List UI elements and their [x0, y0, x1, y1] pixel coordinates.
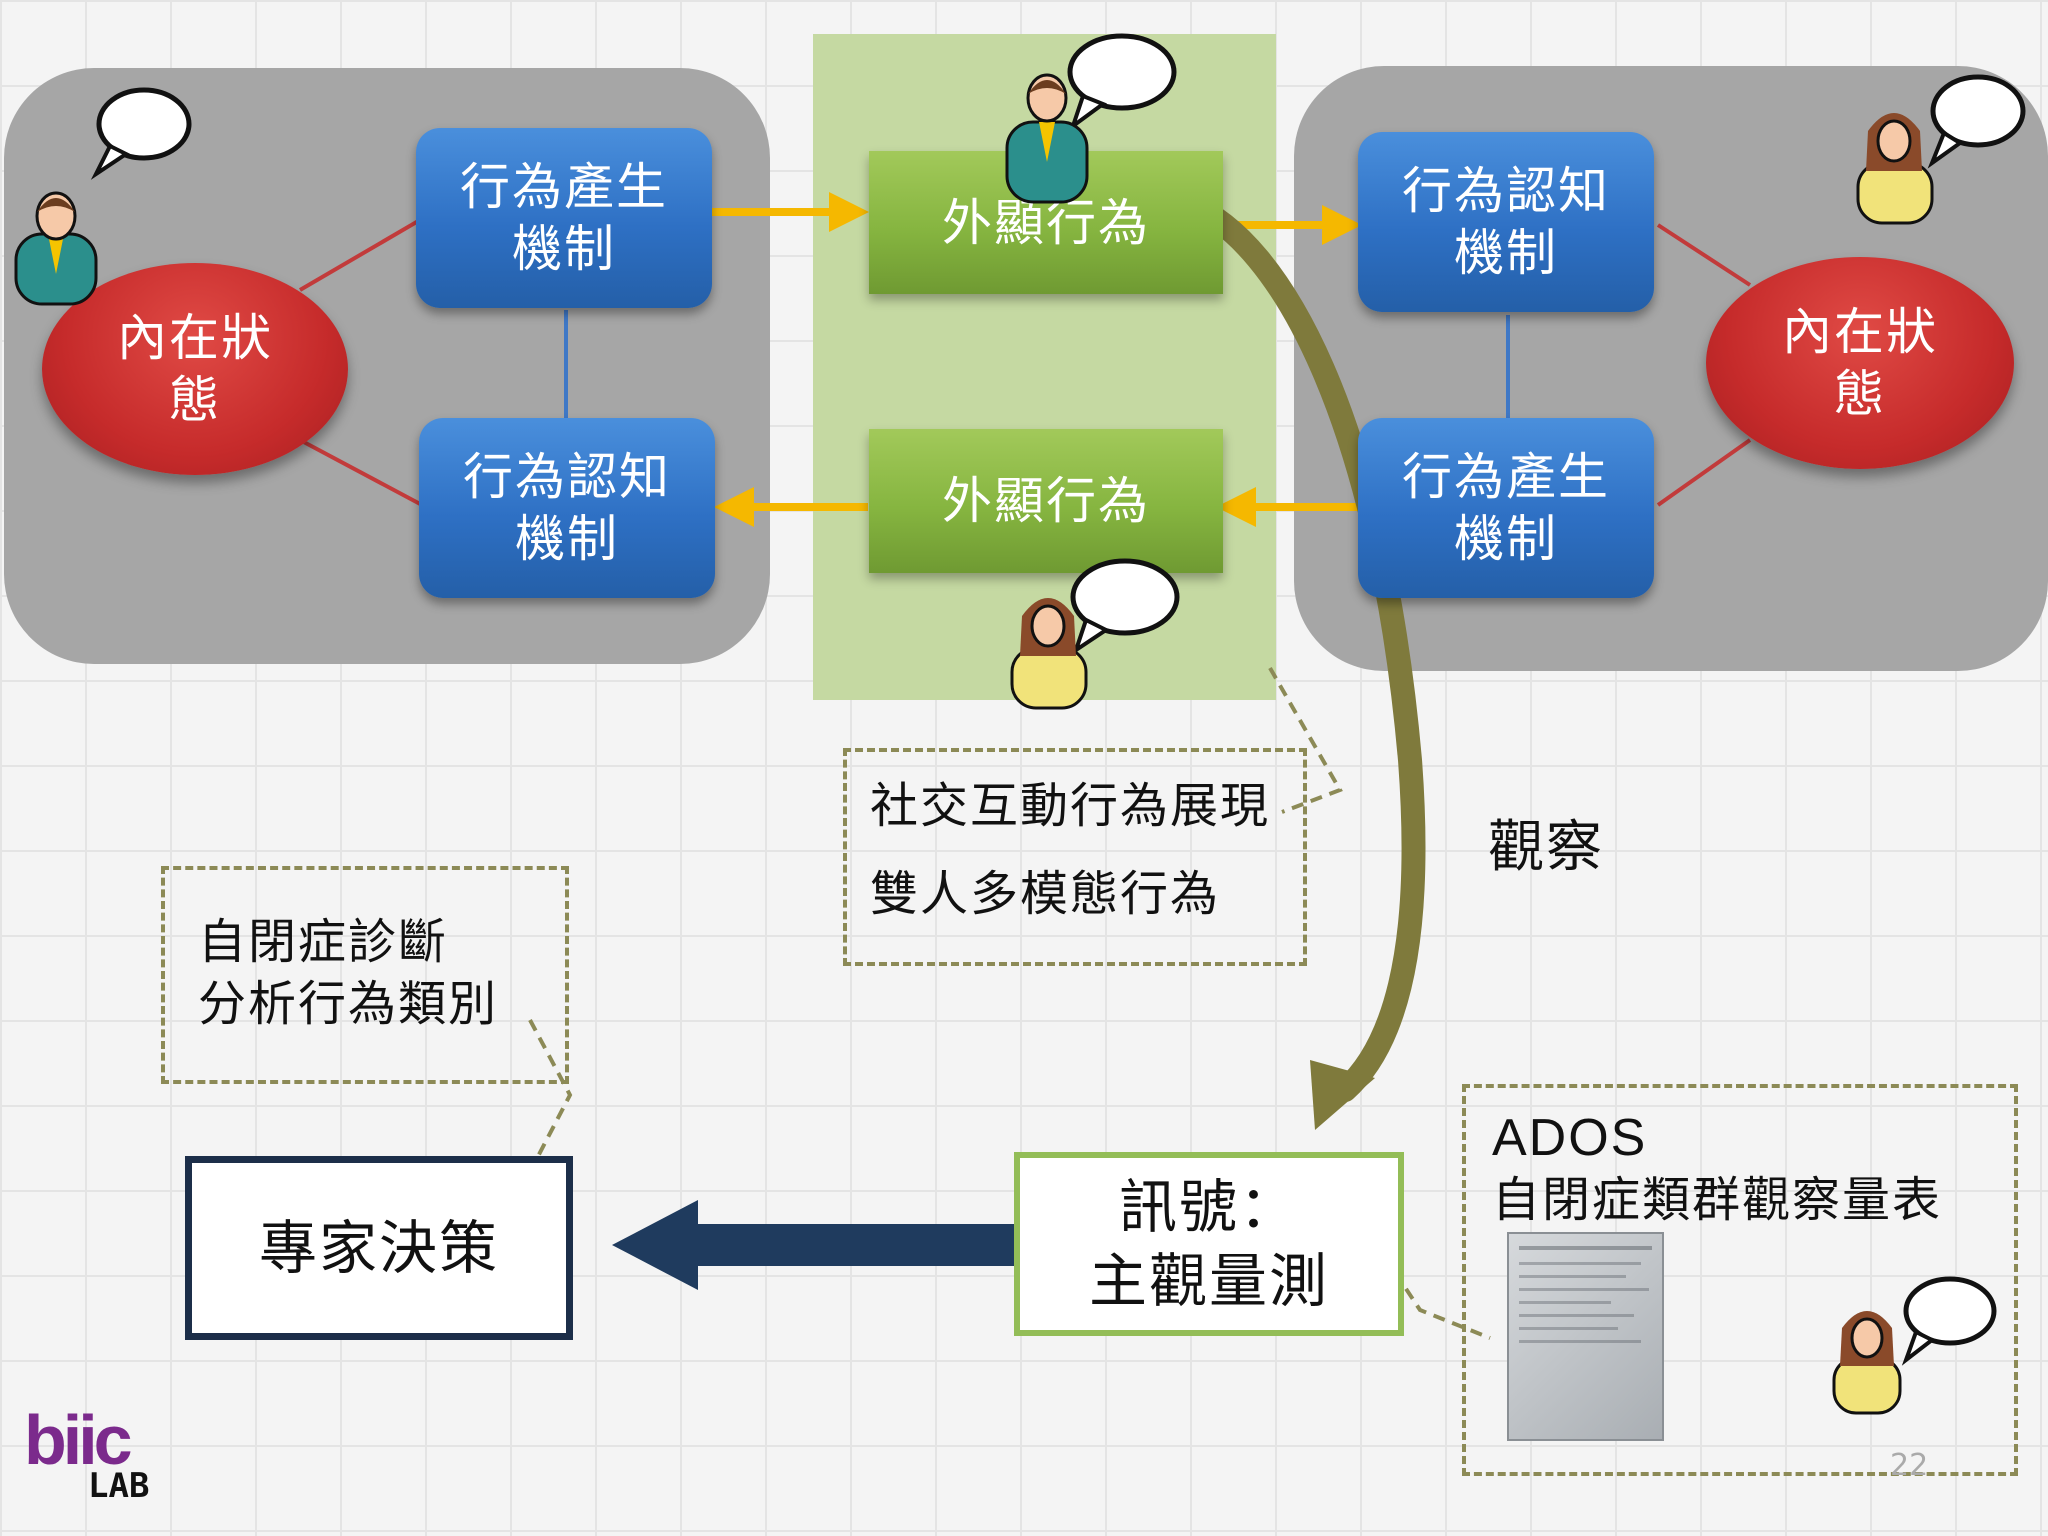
man-speaker-icon-center [1005, 33, 1177, 204]
observe-label: 觀察 [1488, 815, 1604, 880]
biic-lab-logo: biic LAB [24, 1400, 174, 1510]
decision-arrow-head [612, 1200, 698, 1290]
logo-text: biic [24, 1401, 133, 1479]
left-behavior-production: 行為產生 機制 [416, 128, 712, 308]
right-connector-bottom [1656, 438, 1752, 507]
signal-measurement-box: 訊號： 主觀量測 [1014, 1152, 1404, 1336]
woman-speaker-icon-ados [1832, 1276, 1997, 1415]
right-internal-state-label: 內在狀 態 [1782, 303, 1938, 423]
social-interaction-callout [843, 748, 1307, 966]
dyadic-multimodal-text: 雙人多模態行為 [870, 866, 1221, 922]
subjective-measurement-label: 主觀量測 [1088, 1247, 1329, 1315]
right-connector-top [1656, 223, 1752, 287]
signal-label: 訊號： [1118, 1173, 1299, 1241]
left-behavior-production-label: 行為產生 機制 [460, 158, 668, 278]
behavior-category-text: 分析行為類別 [198, 976, 499, 1032]
expert-decision-text: 專家決策 [258, 1214, 499, 1282]
observation-arrowhead [1310, 1060, 1375, 1130]
social-callout-line [1268, 667, 1343, 814]
overt-behavior-bottom: 外顯行為 [869, 429, 1223, 573]
right-behavior-production: 行為產生 機制 [1358, 418, 1654, 598]
left-connector-bottom [299, 438, 423, 507]
social-interaction-text: 社交互動行為展現 [870, 778, 1271, 834]
right-behavior-cognition: 行為認知 機制 [1358, 132, 1654, 312]
woman-speaker-icon [1856, 74, 2026, 225]
right-internal-state: 內在狀 態 [1706, 257, 2014, 469]
observation-arrow [1178, 193, 1426, 1102]
ados-subtitle: 自閉症類群觀察量表 [1492, 1172, 1943, 1228]
left-behavior-cognition: 行為認知 機制 [419, 418, 715, 598]
decision-arrow-shaft [688, 1224, 1038, 1266]
right-behavior-cognition-label: 行為認知 機制 [1402, 162, 1610, 282]
autism-diagnosis-text: 自閉症診斷 [198, 914, 449, 970]
ados-callout [1462, 1084, 2018, 1476]
left-behavior-cognition-label: 行為認知 機制 [463, 448, 671, 568]
logo-subtext: LAB [88, 1466, 150, 1506]
left-connector-top [298, 218, 422, 292]
page-number: 22 [1890, 1448, 1929, 1483]
left-internal-state-label: 內在狀 態 [117, 309, 273, 429]
ados-title: ADOS [1492, 1109, 1648, 1167]
overt-behavior-bottom-label: 外顯行為 [942, 472, 1150, 530]
autism-diagnosis-callout [161, 866, 569, 1084]
ados-form-thumbnail [1507, 1232, 1664, 1441]
man-speaker-icon [14, 87, 192, 306]
ados-callout-line [1360, 1220, 1491, 1340]
expert-decision-box: 專家決策 [185, 1156, 573, 1340]
left-internal-state: 內在狀 態 [42, 263, 348, 475]
woman-speaker-icon-center [1010, 558, 1180, 710]
right-behavior-production-label: 行為產生 機制 [1402, 448, 1610, 568]
